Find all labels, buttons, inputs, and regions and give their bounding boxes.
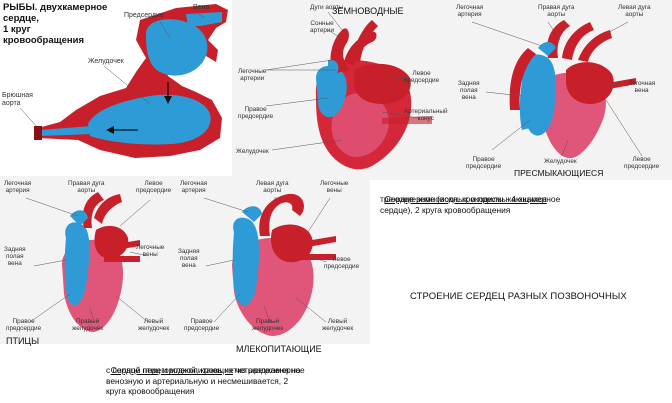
bird-aorta [82, 192, 122, 228]
amph-label-pulmonary: Легочные артерии [238, 68, 267, 82]
fish-heart-diagram [19, 4, 228, 158]
rept-posterior-vena [519, 70, 534, 130]
fish-aorta-channel [40, 126, 92, 136]
amph-left-atrium [353, 63, 411, 104]
rept-label-pulm-artery: Легочная артерия [456, 4, 484, 18]
amph-label-arches: Дуги аорты [310, 4, 344, 11]
mammal-label-right-atrium: Правое предсердие [184, 318, 220, 332]
amph-rept-caption-lead: Сердце земноводных и пресмыкающихся [384, 193, 547, 204]
rept-title: ПРЕСМЫКАЮЩИЕСЯ [514, 168, 604, 178]
bird-label-right-arch: Правая дуга аорты [68, 180, 105, 194]
fish-aorta-tip [34, 126, 42, 140]
fish-title: РЫБЫ. двухкамерное сердце, 1 круг кровоо… [3, 2, 108, 46]
bird-label-pulm-artery: Легочная артерия [4, 180, 32, 194]
amph-title: ЗЕМНОВОДНЫЕ [332, 6, 404, 16]
rept-aortic-arches [546, 20, 612, 62]
birds-mammals-caption: Сердце птиц и млекопитающих четырехкамер… [106, 354, 305, 375]
mammal-label-posterior-vena: Задняя полая вена [178, 248, 200, 269]
amphibian-heart-diagram [265, 11, 432, 170]
fish-panel: РЫБЫ. двухкамерное сердце, 1 круг кровоо… [0, 0, 232, 168]
rept-label-right-arch: Правая дуга аорты [538, 4, 575, 18]
amph-label-conus: Артериальный конус [404, 108, 448, 122]
rept-left-atrium [566, 62, 614, 104]
mammal-heart-diagram [203, 193, 336, 336]
fish-ventricle [88, 94, 211, 145]
mammal-label-left-arch: Левая дуга аорты [256, 180, 289, 194]
reptiles-panel: Легочная артерия Правая дуга аорты Левая… [452, 0, 672, 180]
bird-heart-diagram [25, 192, 151, 332]
amph-aortic-arches [330, 20, 378, 74]
fish-label-ventricle: Желудочек [88, 58, 124, 65]
birds-mammals-caption-rest-2: с полной перегородкой, кровь четко разде… [106, 365, 301, 396]
mammal-label-left-ventricle: Левый желудочек [322, 318, 354, 332]
amph-label-right-atrium: Правое предсердие [238, 106, 274, 120]
mammal-right-atrium [232, 217, 260, 306]
amph-rept-caption-rest: трехкамерное (искл. крокодилы - 4-хкамер… [380, 194, 561, 215]
reptile-heart-diagram [471, 20, 643, 159]
amphibians-panel: ЗЕМНОВОДНЫЕ Дуги аорты Сонные артерии Ле… [232, 0, 452, 180]
birds-mammals-caption-rest-1: четырехкамерное [232, 364, 305, 375]
amph-label-left-atrium: Левое предсердие [404, 70, 440, 84]
mammal-label-right-ventricle: Правый желудочек [252, 318, 284, 332]
rept-label-pulm-vein: Легочная вена [628, 80, 656, 94]
amph-label-carotid: Сонные артерии [310, 20, 335, 34]
rept-label-ventricle: Желудочек [544, 158, 577, 165]
rept-label-right-atrium: Правое предсердие [466, 156, 502, 170]
bird-label-posterior-vena: Задняя полая вена [4, 246, 26, 267]
mammal-left-atrium [270, 224, 313, 263]
mammal-label-pulm-artery: Легочная артерия [180, 180, 208, 194]
fish-atrium [146, 19, 208, 76]
bird-label-right-ventricle: Правый желудочек [72, 318, 104, 332]
rept-label-left-atrium: Левое предсердие [624, 156, 660, 170]
bird-label-left-atrium: Левое предсердие [136, 180, 172, 194]
fish-vein [186, 12, 222, 26]
mammals-title: МЛЕКОПИТАЮЩИЕ [236, 344, 322, 354]
amph-rept-caption: Сердце земноводных и пресмыкающихся [380, 183, 547, 204]
mammal-label-left-atrium: Левое предсердие [324, 256, 360, 270]
mammal-aorta [259, 193, 304, 236]
bird-label-pulm-veins: Легочные вены [136, 244, 165, 258]
bird-right-atrium [64, 222, 90, 306]
rept-label-left-arch: Левая дуга аорты [618, 4, 651, 18]
mammal-label-pulm-veins: Легочные вены [320, 180, 349, 194]
bird-label-right-atrium: Правое предсердие [6, 318, 42, 332]
rept-label-posterior-vena: Задняя полая вена [458, 80, 480, 101]
birds-mammals-caption-lead: Сердце птиц и млекопитающих [110, 364, 233, 375]
main-title: СТРОЕНИЕ СЕРДЕЦ РАЗНЫХ ПОЗВОНОЧНЫХ [410, 291, 627, 302]
fish-label-atrium: Предсердие [124, 12, 164, 19]
bird-left-atrium [94, 225, 129, 259]
fish-label-vein: Вена [193, 4, 210, 11]
bird-label-left-ventricle: Левый желудочек [138, 318, 170, 332]
amph-label-ventricle: Желудочек [236, 148, 269, 155]
mammals-panel: Легочная артерия Левая дуга аорты Легочн… [176, 176, 370, 344]
birds-panel: Легочная артерия Правая дуга аорты Левое… [0, 176, 176, 344]
fish-label-aorta: Брюшная аорта [2, 92, 33, 107]
birds-title: ПТИЦЫ [6, 336, 40, 346]
